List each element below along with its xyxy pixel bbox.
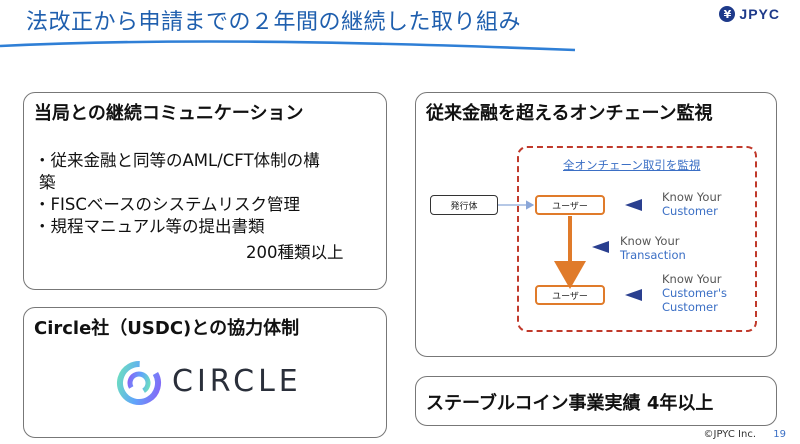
jpyc-logo-mark: ¥ [719, 6, 736, 22]
monitoring-scope-box [517, 146, 757, 332]
monitoring-panel-title: 従来金融を超えるオンチェーン監視 [426, 103, 713, 124]
bullet-item: ・規程マニュアル等の提出書類 [34, 217, 265, 236]
kycc-label: Know Your Customer's Customer [662, 272, 728, 314]
issuer-node: 発行体 [430, 195, 498, 215]
circle-panel [23, 307, 387, 438]
bullet-item: 築 [39, 173, 56, 192]
jpyc-logo: ¥ JPYC [719, 6, 780, 22]
document-count: 200種類以上 [246, 243, 344, 262]
bullet-item: ・従来金融と同等のAML/CFT体制の構 [34, 151, 320, 170]
user-node-bottom: ユーザー [535, 285, 605, 305]
track-record-panel [415, 376, 777, 426]
kyc-label: Know Your Customer [662, 190, 722, 218]
track-record-title: ステーブルコイン事業実績 4年以上 [426, 393, 714, 414]
communication-panel [23, 92, 387, 290]
circle-panel-title: Circle社（USDC)との協力体制 [34, 318, 300, 339]
monitoring-panel [415, 92, 777, 357]
page-title: 法改正から申請までの２年間の継続した取り組み [26, 10, 522, 35]
communication-panel-title: 当局との継続コミュニケーション [34, 103, 304, 124]
user-node-top: ユーザー [535, 195, 605, 215]
jpyc-logo-text: JPYC [739, 6, 780, 22]
kyt-label: Know Your Transaction [620, 234, 686, 262]
circle-logo-text: CIRCLE [172, 364, 302, 399]
copyright: ©JPYC Inc. [703, 429, 756, 440]
bullet-item: ・FISCベースのシステムリスク管理 [34, 195, 301, 214]
monitoring-scope-label: 全オンチェーン取引を監視 [563, 158, 701, 172]
circle-logo-icon [117, 361, 161, 405]
title-underline [0, 40, 576, 52]
page-number: 19 [773, 429, 786, 440]
communication-bullets: ・従来金融と同等のAML/CFT体制の構 築 ・FISCベースのシステムリスク管… [34, 150, 320, 238]
